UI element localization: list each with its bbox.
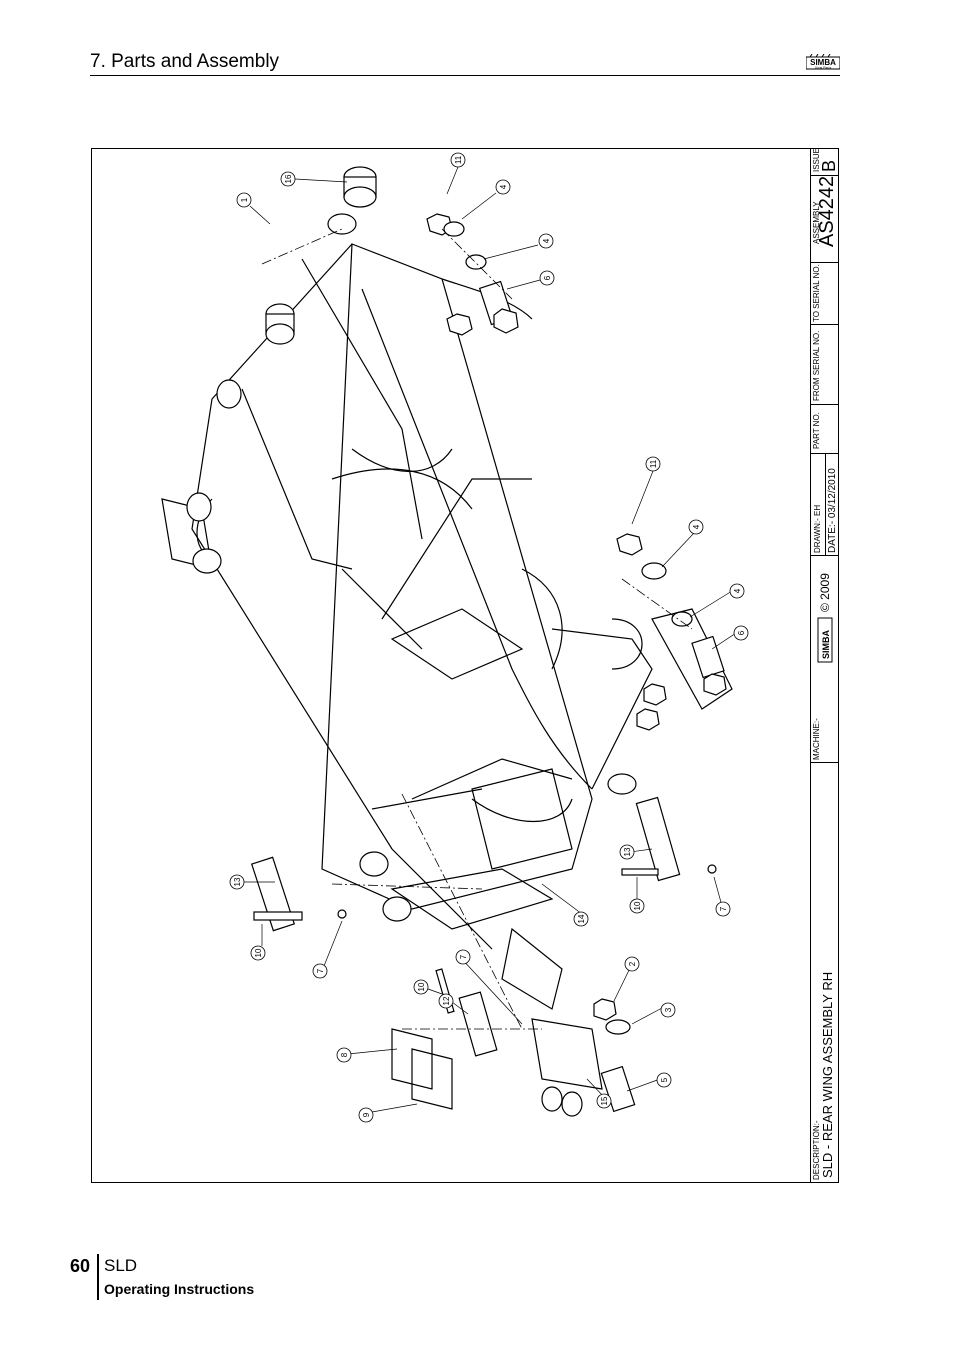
header-rule <box>90 75 840 76</box>
logo-text: SIMBA <box>810 58 836 67</box>
callout-10: 10 <box>250 945 266 961</box>
callout-15: 15 <box>596 1093 612 1109</box>
drawing-frame <box>91 148 839 1183</box>
page-number: 60 <box>70 1256 91 1276</box>
svg-text:4: 4 <box>733 588 742 593</box>
drawn-by: DRAWN:- EH <box>813 504 822 553</box>
svg-text:5: 5 <box>660 1077 669 1082</box>
callout-4: 4 <box>538 233 554 249</box>
callout-11: 11 <box>645 456 661 472</box>
callout-7: 7 <box>455 949 471 965</box>
svg-text:4: 4 <box>542 238 551 243</box>
callout-6: 6 <box>733 625 749 641</box>
svg-text:7: 7 <box>719 906 728 911</box>
callout-10: 10 <box>629 898 645 914</box>
leader-lines <box>241 166 737 1113</box>
manual-subtitle: Operating Instructions <box>104 1281 255 1297</box>
svg-text:4: 4 <box>692 524 701 529</box>
callout-13: 13 <box>619 844 635 860</box>
svg-text:10: 10 <box>254 948 263 957</box>
callout-7: 7 <box>715 901 731 917</box>
svg-text:13: 13 <box>233 877 242 886</box>
part-no-label: PART NO. <box>812 412 821 449</box>
assembly-linework <box>161 243 733 1110</box>
svg-text:7: 7 <box>459 954 468 959</box>
svg-text:12: 12 <box>442 996 451 1005</box>
callout-1: 1 <box>236 192 252 208</box>
copyright: © 2009 <box>818 573 832 612</box>
svg-text:10: 10 <box>417 982 426 991</box>
section-title: 7. Parts and Assembly <box>90 51 280 72</box>
footer-divider <box>97 1254 99 1300</box>
svg-text:6: 6 <box>543 275 552 280</box>
title-block-brand: SIMBA <box>821 630 831 660</box>
svg-text:15: 15 <box>600 1096 609 1105</box>
callout-8: 8 <box>336 1047 352 1063</box>
callout-11: 11 <box>450 152 466 168</box>
callout-6: 6 <box>539 270 555 286</box>
svg-text:10: 10 <box>633 901 642 910</box>
callout-3: 3 <box>660 1002 676 1018</box>
centre-lines <box>261 228 693 1030</box>
drawing-date: DATE:- 03/12/2010 <box>827 468 838 553</box>
callout-14: 14 <box>573 911 589 927</box>
svg-text:11: 11 <box>649 459 658 468</box>
svg-text:1: 1 <box>240 197 249 202</box>
simba-logo-small: SIMBA <box>817 617 833 663</box>
callout-7: 7 <box>312 963 328 979</box>
simba-logo: SIMBA Great Plains <box>806 54 840 70</box>
svg-text:7: 7 <box>316 968 325 973</box>
model-name: SLD <box>104 1256 138 1275</box>
svg-text:16: 16 <box>284 174 293 183</box>
logo-subtext: Great Plains <box>815 66 832 70</box>
svg-text:13: 13 <box>623 847 632 856</box>
callout-4: 4 <box>688 519 704 535</box>
description-text: SLD - REAR WING ASSEMBLY RH <box>820 971 835 1178</box>
to-serial-label: TO SERIAL NO. <box>812 264 821 322</box>
callout-balloons: 1 16 11 4 4 6 11 4 4 6 13 10 7 13 10 7 1… <box>229 152 749 1123</box>
callout-2: 2 <box>624 956 640 972</box>
callout-12: 12 <box>438 993 454 1009</box>
issue-value: B <box>819 159 839 172</box>
svg-text:8: 8 <box>340 1052 349 1057</box>
svg-text:9: 9 <box>362 1112 371 1117</box>
exploded-assembly-drawing: 1 16 11 4 4 6 11 4 4 6 13 10 7 13 10 7 1… <box>161 152 749 1123</box>
svg-text:11: 11 <box>454 155 463 164</box>
from-serial-label: FROM SERIAL NO. <box>812 330 821 401</box>
assembly-number: AS4242 <box>816 175 838 247</box>
svg-text:6: 6 <box>737 630 746 635</box>
machine-label: MACHINE:- <box>812 718 821 760</box>
callout-4: 4 <box>729 583 745 599</box>
callout-13: 13 <box>229 874 245 890</box>
callout-5: 5 <box>656 1072 672 1088</box>
callout-9: 9 <box>358 1107 374 1123</box>
svg-text:3: 3 <box>664 1007 673 1012</box>
callout-16: 16 <box>280 171 296 187</box>
callout-10: 10 <box>413 979 429 995</box>
callout-4: 4 <box>495 179 511 195</box>
svg-text:2: 2 <box>628 961 637 966</box>
svg-text:4: 4 <box>499 184 508 189</box>
svg-text:14: 14 <box>577 914 586 923</box>
